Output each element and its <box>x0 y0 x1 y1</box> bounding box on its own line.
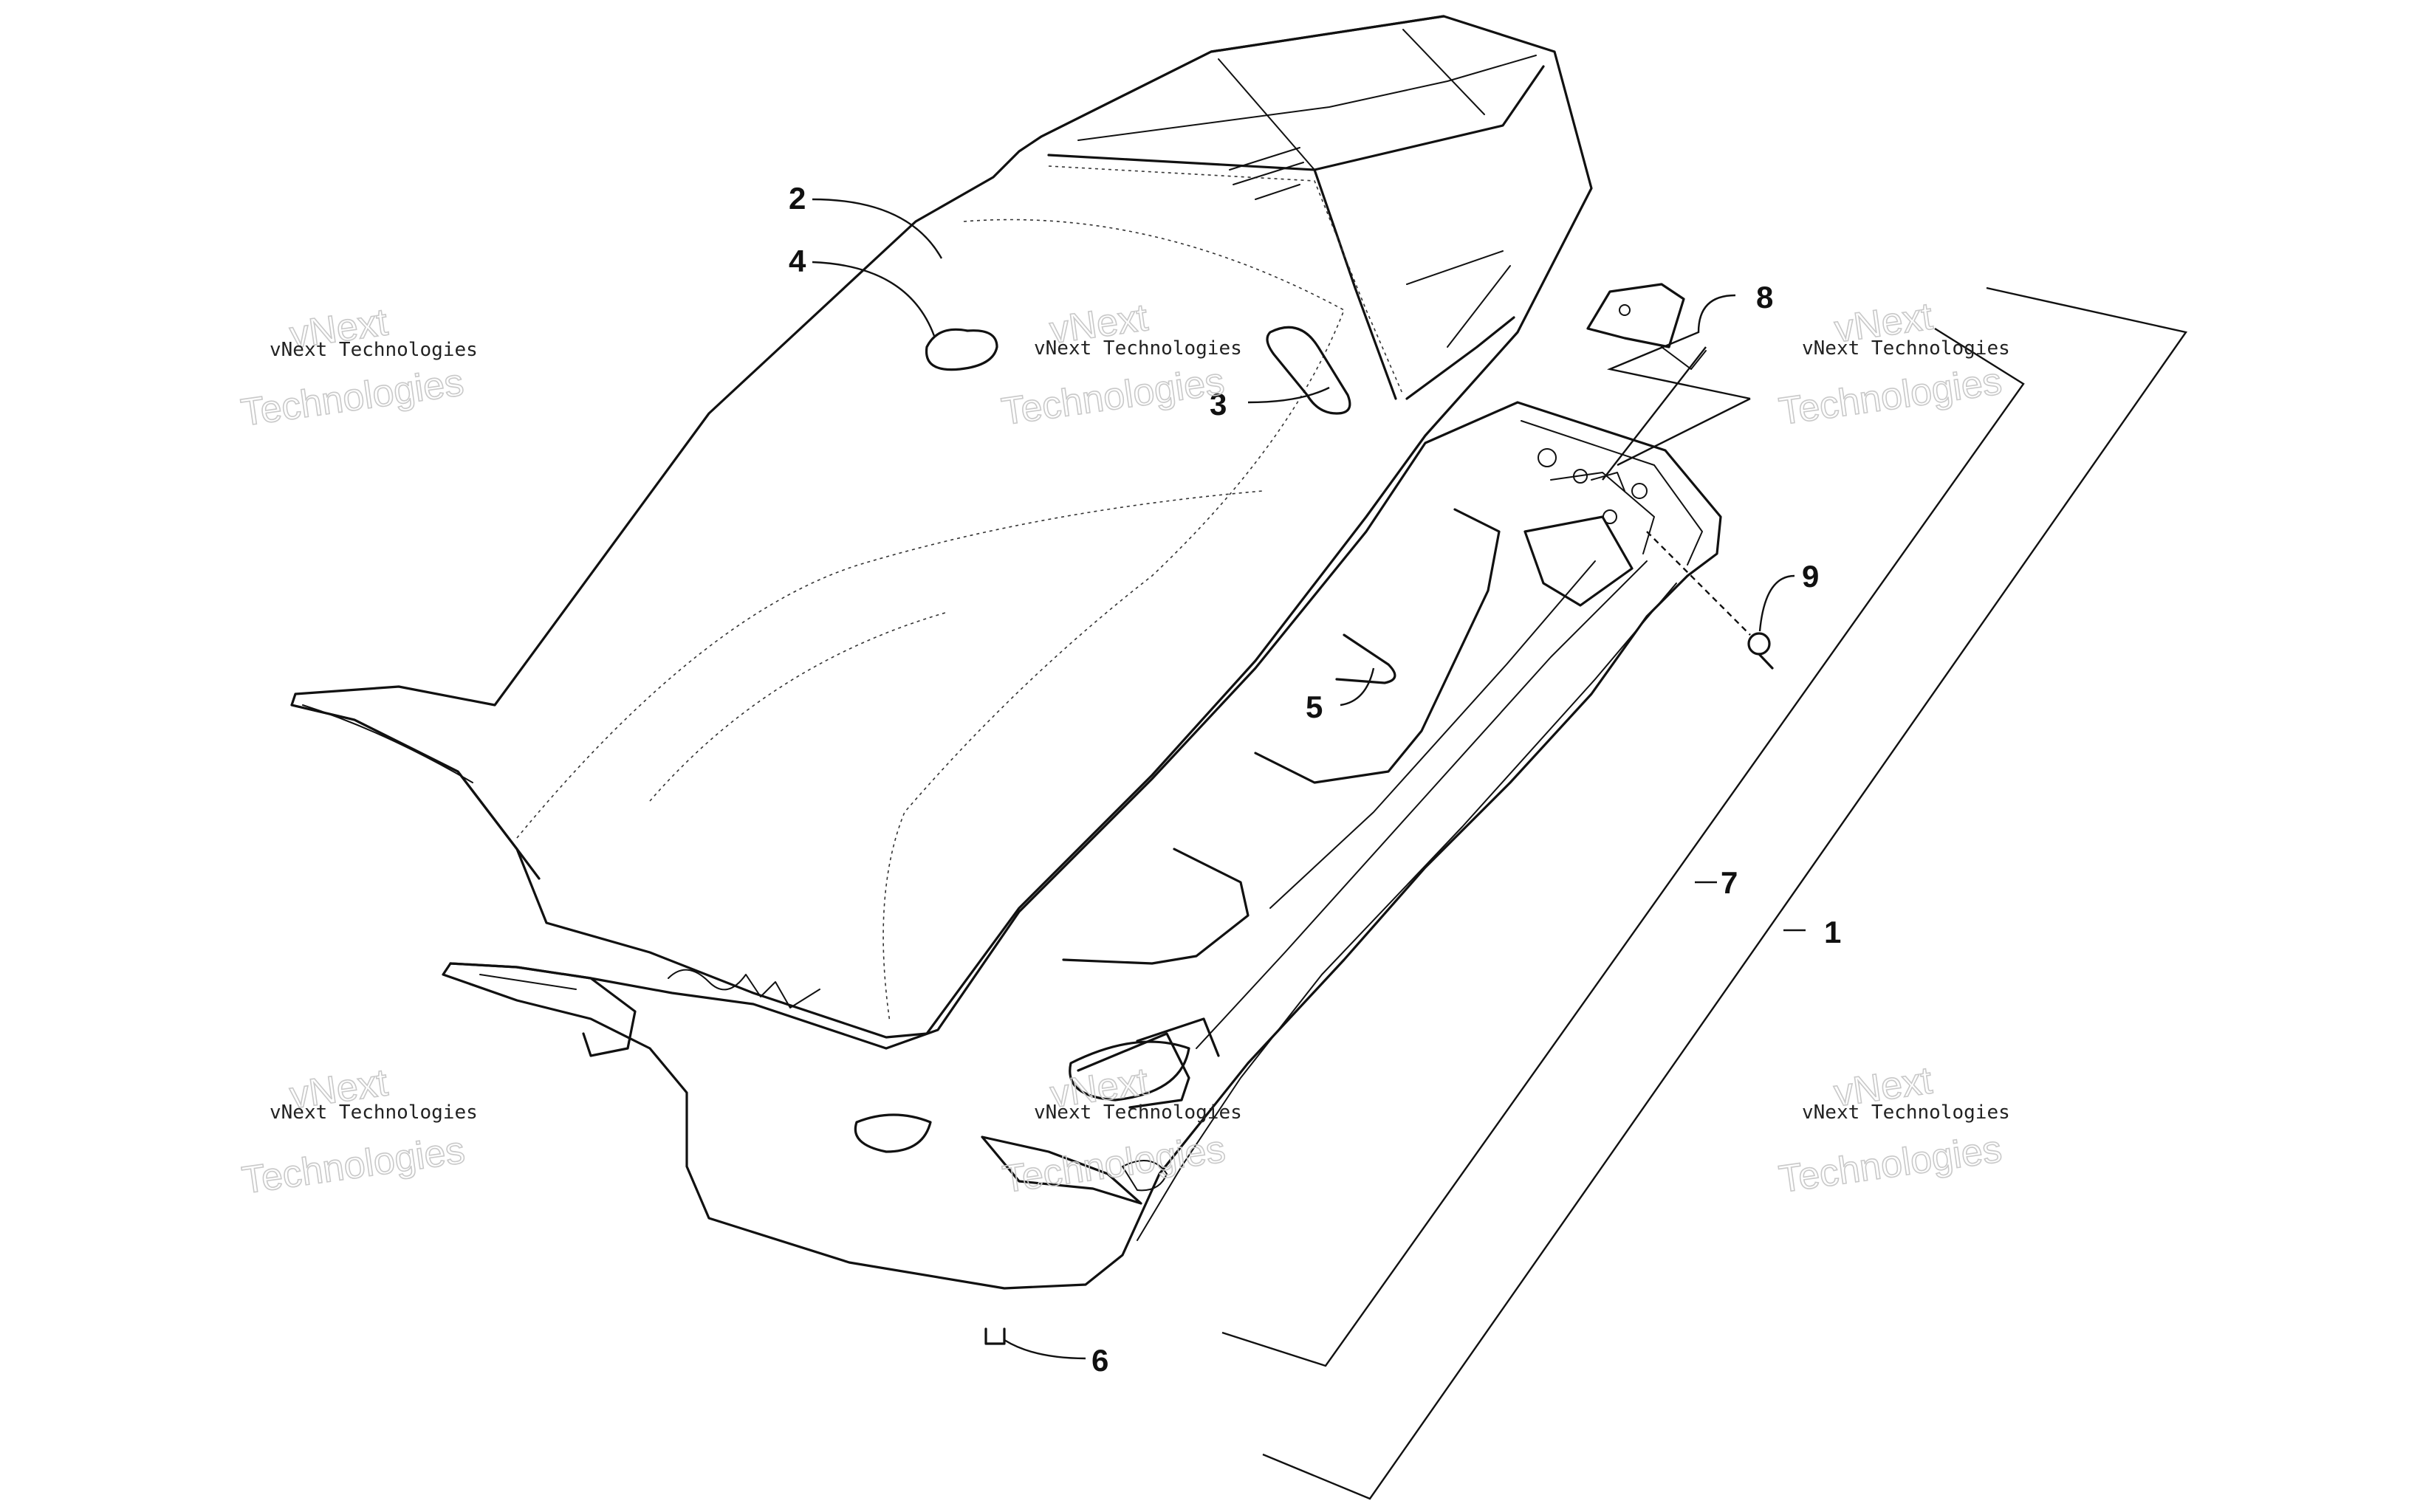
group-bracket-7 <box>1221 327 2025 1367</box>
watermark-small: vNext Technologies <box>270 1102 478 1124</box>
leader-5 <box>1340 667 1375 707</box>
leader-3 <box>1247 386 1330 404</box>
watermark-top-left: vNext Technologies <box>238 300 467 436</box>
callout-8: 8 <box>1756 280 1773 315</box>
watermark-big: Technologies <box>239 1129 467 1203</box>
callout-4: 4 <box>789 244 806 278</box>
group-bracket-1 <box>1262 286 2188 1500</box>
watermark-small: vNext Technologies <box>1034 1102 1242 1124</box>
callout-7: 7 <box>1721 865 1738 900</box>
watermark-bottom-left: vNext Technologies <box>239 1061 467 1203</box>
leader-9 <box>1758 574 1795 632</box>
leader-6 <box>1004 1339 1086 1360</box>
seat-cover <box>290 15 1593 1039</box>
leader-4 <box>812 261 936 337</box>
staple-6 <box>984 1327 1006 1345</box>
watermark-small: vNext Technologies <box>270 339 478 361</box>
watermark-top-right: vNext Technologies <box>1776 295 2005 434</box>
callout-1: 1 <box>1824 915 1841 949</box>
watermark-small: vNext Technologies <box>1802 1102 2010 1124</box>
foam-strip-3 <box>1266 326 1351 415</box>
watermark-big: Technologies <box>239 361 467 435</box>
leader-9b <box>1646 531 1751 636</box>
watermark-big: Technologies <box>1776 360 2004 433</box>
callout-5: 5 <box>1306 690 1323 724</box>
wire-hook-5 <box>1335 633 1396 684</box>
callout-2: 2 <box>789 181 806 216</box>
watermark-big: Technologies <box>1776 1127 2004 1201</box>
foam-patch-4 <box>925 328 998 371</box>
leader-8b <box>1602 346 1751 481</box>
leader-2 <box>812 198 943 259</box>
leader-8 <box>1606 294 1751 400</box>
callout-6: 6 <box>1091 1343 1108 1378</box>
callout-3: 3 <box>1210 387 1227 422</box>
watermark-small: vNext Technologies <box>1802 337 2010 360</box>
seat-base-pan <box>442 401 1722 1290</box>
callout-9: 9 <box>1802 559 1819 594</box>
bracket-8 <box>1586 283 1707 370</box>
watermark-small: vNext Technologies <box>1034 337 1242 360</box>
fastener-9 <box>1747 632 1774 670</box>
watermark-bottom-right: vNext Technologies <box>1776 1059 2005 1202</box>
